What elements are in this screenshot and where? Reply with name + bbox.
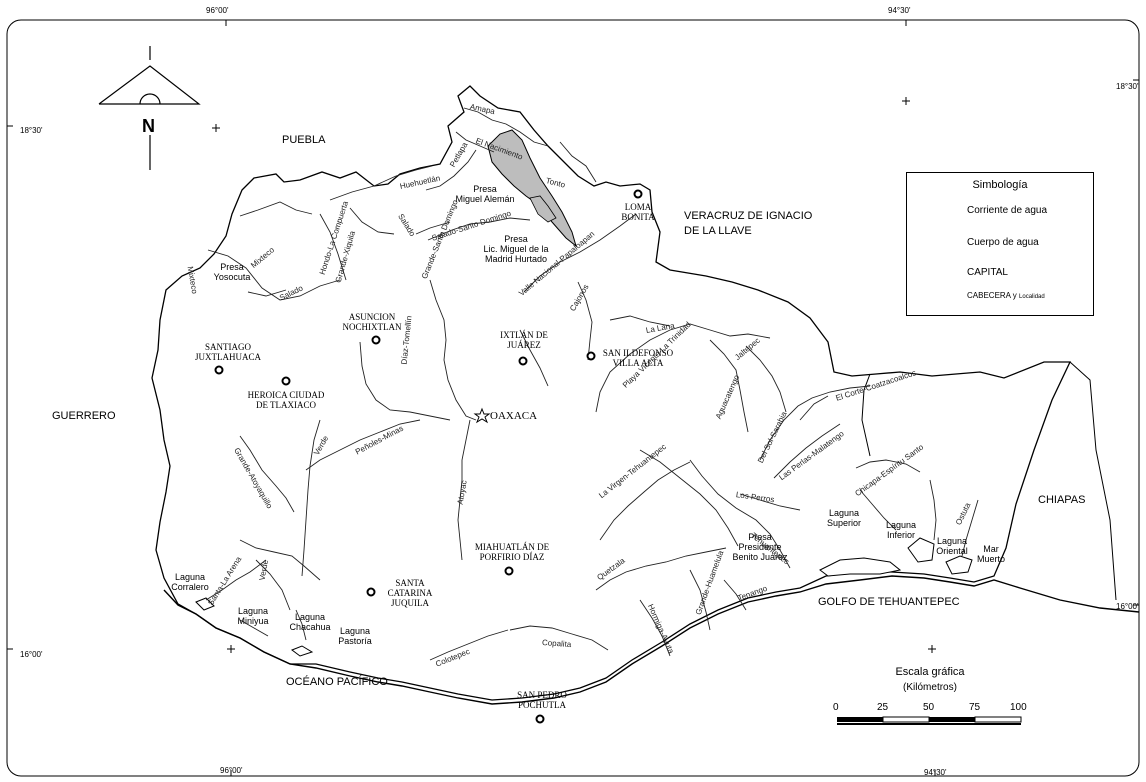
marker-pochutla: [535, 714, 545, 724]
label-guerrero: GUERRERO: [52, 410, 116, 422]
river-network: [205, 107, 979, 661]
marker-miahuatlan: [504, 566, 514, 576]
label-veracruz-2: DE LA LLAVE: [684, 225, 752, 237]
marker-ixtlan: [518, 356, 528, 366]
legend-box: Simbología Corriente de agua Cuerpo de a…: [906, 172, 1094, 316]
marker-loma-bonita: [633, 189, 643, 199]
label-veracruz-1: VERACRUZ DE IGNACIO: [684, 210, 813, 222]
scale-tick-50: 50: [923, 702, 935, 713]
marker-santiago: [214, 365, 224, 375]
legend-corriente: Corriente de agua: [967, 205, 1048, 216]
lon-label-bottom-left: 96°00': [220, 766, 243, 775]
label-capital-oaxaca: OAXACA: [490, 410, 538, 422]
lat-label-bottom-right: 16°00': [1116, 602, 1139, 611]
state-boundary: [151, 85, 1072, 701]
scale-tick-75: 75: [969, 702, 981, 713]
scale-tick-0: 0: [833, 702, 839, 713]
neighbor-boundaries: [861, 361, 1117, 601]
scale-bar: [837, 716, 1022, 725]
label-puebla: PUEBLA: [282, 134, 326, 146]
legend-cuerpo: Cuerpo de agua: [967, 237, 1039, 248]
graticule-crosses: [212, 97, 936, 653]
north-label: N: [142, 116, 155, 136]
graticule-ticks: [7, 20, 1139, 776]
marker-ildefonso: [586, 351, 596, 361]
lat-label-top-left: 18°30': [20, 126, 43, 135]
lon-label-bottom-right: 94°30': [924, 768, 947, 777]
label-golfo: GOLFO DE TEHUANTEPEC: [818, 596, 960, 608]
coastline: [163, 575, 1140, 705]
scale-tick-100: 100: [1010, 702, 1027, 713]
marker-catarina: [366, 587, 376, 597]
scale-units: (Kilómetros): [903, 682, 957, 693]
lat-label-bottom-left: 16°00': [20, 650, 43, 659]
label-oceano: OCÉANO PACÍFICO: [286, 676, 388, 688]
legend-title: Simbología: [972, 179, 1028, 191]
marker-asuncion: [371, 335, 381, 345]
lon-label-top-left: 96°00': [206, 6, 229, 15]
marker-heroica: [281, 376, 291, 386]
cabecera-markers: [214, 189, 933, 724]
label-chiapas: CHIAPAS: [1038, 494, 1086, 506]
lat-label-top-right: 18°30': [1116, 82, 1139, 91]
scale-title: Escala gráfica: [895, 666, 965, 678]
presa-madrid-shape: [529, 195, 557, 223]
map-frame: [6, 19, 1140, 777]
scale-tick-25: 25: [877, 702, 889, 713]
legend-cabecera: CABECERA y Localidad: [967, 291, 1045, 300]
lon-label-top-right: 94°30': [888, 6, 911, 15]
north-arrow-icon: [98, 46, 201, 170]
lagoons: [195, 537, 973, 657]
legend-capital: CAPITAL: [967, 267, 1008, 278]
